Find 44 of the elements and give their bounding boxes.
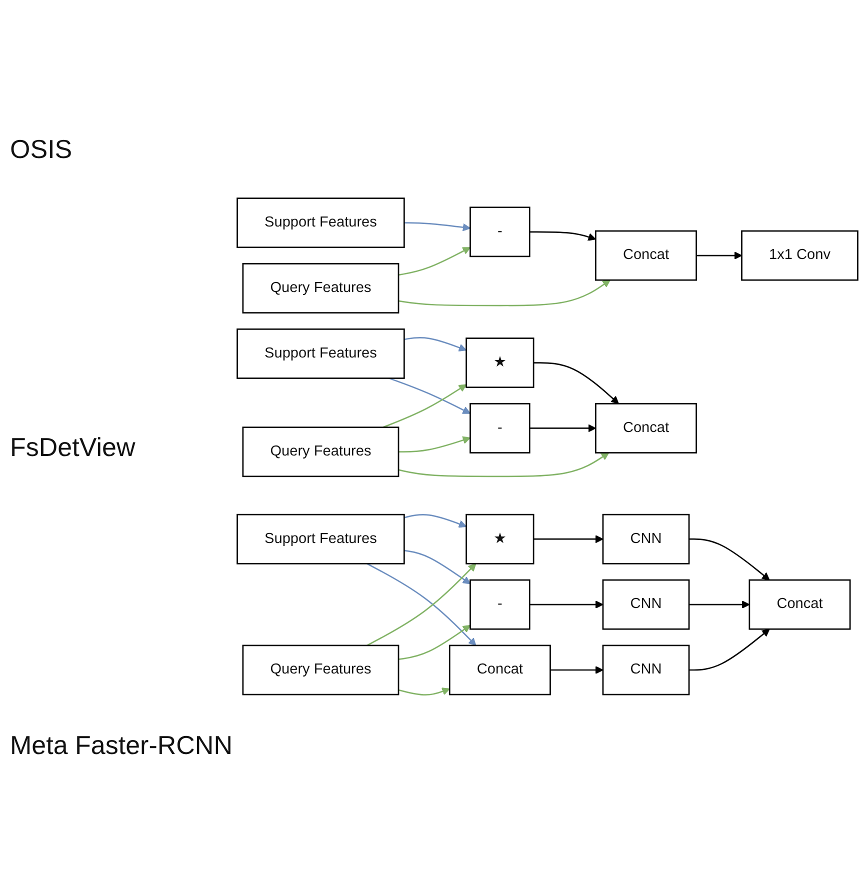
arrow <box>366 564 476 646</box>
arrow <box>398 436 471 453</box>
section-title: OSIS <box>10 134 74 164</box>
arrow <box>530 601 604 609</box>
node-box: Concat <box>748 580 851 630</box>
arrow <box>398 280 610 307</box>
node-box: Query Features <box>242 645 400 696</box>
node-box: - <box>470 580 530 630</box>
node-box: ★ <box>466 338 534 388</box>
arrow <box>404 550 471 585</box>
node-box: Concat <box>448 645 551 696</box>
node-box: ★ <box>466 514 534 565</box>
node-box: Support Features <box>236 328 405 380</box>
arrow <box>550 666 604 674</box>
node-box: Concat <box>595 230 697 282</box>
node-box: CNN <box>602 645 690 696</box>
node-box: Query Features <box>242 427 400 478</box>
node-box: CNN <box>602 580 690 630</box>
arrow <box>404 222 471 232</box>
section-title: Meta Faster-RCNN <box>10 730 230 760</box>
arrow <box>534 536 604 544</box>
arrow <box>689 629 770 672</box>
arrow <box>404 337 467 352</box>
node-box: 1x1 Conv <box>741 230 858 282</box>
node-box: Query Features <box>242 263 400 314</box>
node-box: Support Features <box>236 514 405 565</box>
arrow <box>689 538 770 581</box>
arrow <box>530 232 596 242</box>
arrow <box>398 688 450 696</box>
node-box: Support Features <box>236 198 405 248</box>
arrow <box>398 452 610 478</box>
arrow <box>689 601 750 609</box>
node-box: - <box>470 403 530 454</box>
node-box: Concat <box>595 403 697 454</box>
arrow <box>398 625 471 660</box>
node-box: - <box>470 207 530 258</box>
arrow <box>530 424 596 433</box>
arrow <box>696 252 742 260</box>
arrow <box>382 384 467 428</box>
arrow <box>398 248 471 276</box>
arrow <box>534 362 619 404</box>
node-box: CNN <box>602 514 690 565</box>
section-title: FsDetView <box>10 432 136 462</box>
arrow <box>404 514 467 528</box>
